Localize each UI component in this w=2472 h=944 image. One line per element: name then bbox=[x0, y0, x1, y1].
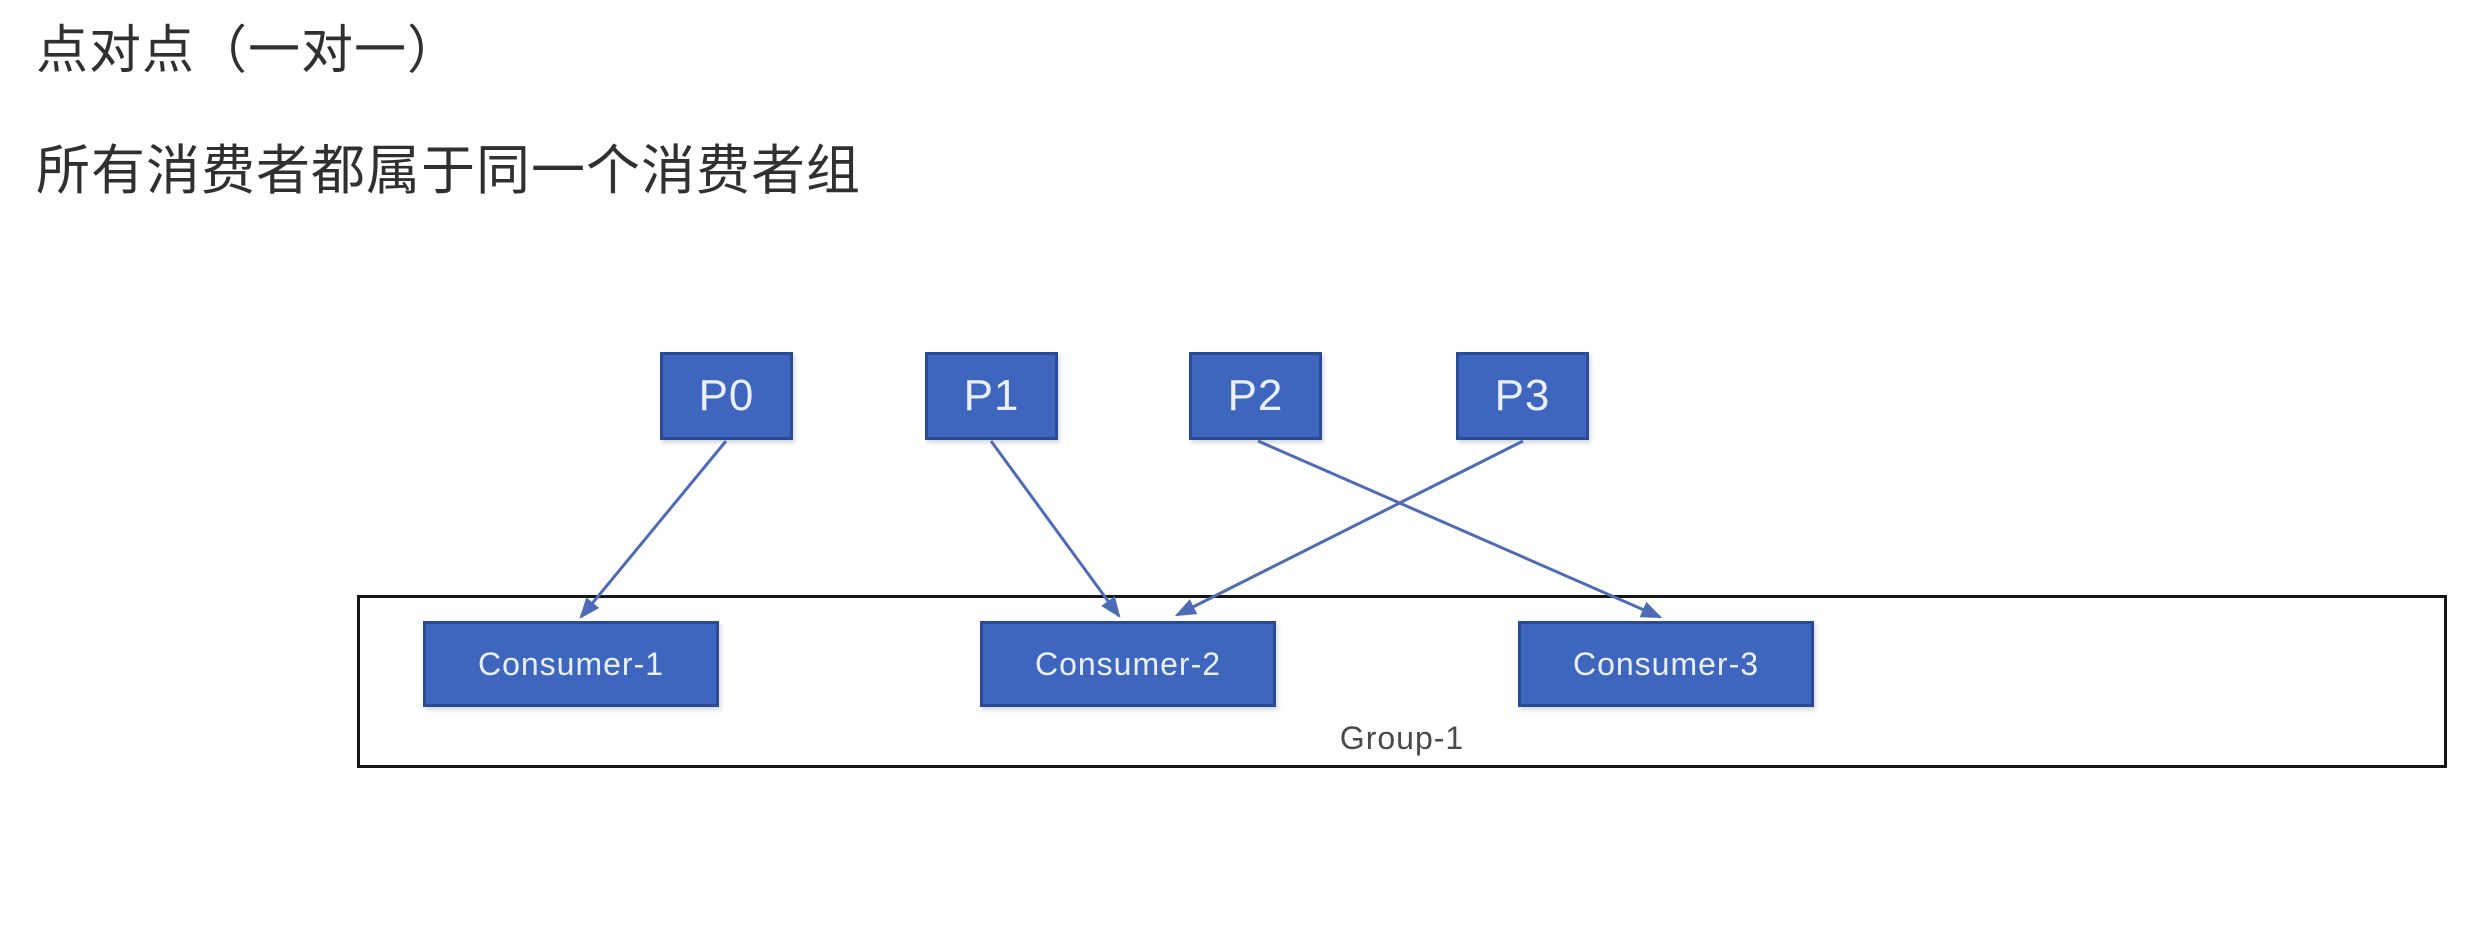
partition-label-p0: P0 bbox=[698, 371, 755, 420]
partition-box-p0: P0 bbox=[660, 352, 793, 440]
title-line-2: 所有消费者都属于同一个消费者组 bbox=[36, 141, 861, 201]
partition-label-p3: P3 bbox=[1494, 371, 1551, 420]
arrow-p1-to-consumer-2 bbox=[989, 440, 1121, 618]
partition-label-p1: P1 bbox=[963, 371, 1020, 420]
consumer-box-2: Consumer-2 bbox=[980, 621, 1276, 707]
arrow-p0-to-consumer-1 bbox=[579, 440, 728, 619]
partition-box-p2: P2 bbox=[1189, 352, 1322, 440]
consumer-group-box: Consumer-1 Consumer-2 Consumer-3 Group-1 bbox=[357, 595, 2447, 768]
partition-box-p3: P3 bbox=[1456, 352, 1589, 440]
consumer-label-1: Consumer-1 bbox=[477, 645, 665, 682]
consumer-label-2: Consumer-2 bbox=[1034, 645, 1222, 682]
consumer-label-3: Consumer-3 bbox=[1572, 645, 1760, 682]
title-line-1: 点对点（一对一） bbox=[36, 22, 461, 80]
consumer-box-3: Consumer-3 bbox=[1518, 621, 1814, 707]
arrow-p2-to-consumer-3 bbox=[1257, 439, 1663, 619]
partition-box-p1: P1 bbox=[925, 352, 1058, 440]
arrow-p3-to-consumer-2 bbox=[1174, 439, 1524, 617]
partition-label-p2: P2 bbox=[1227, 371, 1284, 420]
consumer-box-1: Consumer-1 bbox=[423, 621, 719, 707]
group-label: Group-1 bbox=[1339, 720, 1465, 756]
